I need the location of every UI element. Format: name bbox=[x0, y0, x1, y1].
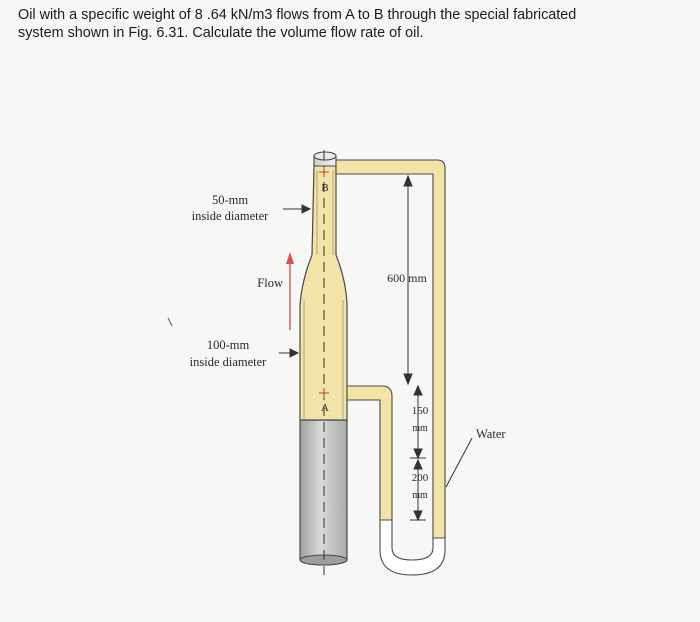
dim-150-value: 150 bbox=[412, 405, 429, 417]
stray-tick bbox=[167, 317, 173, 327]
leader-bottom-diameter bbox=[279, 348, 300, 358]
flow-arrow bbox=[286, 252, 294, 330]
question-text: Oil with a specific weight of 8 .64 kN/m… bbox=[18, 6, 688, 42]
u-tube-water bbox=[379, 519, 446, 576]
dim-200-unit: mm bbox=[412, 490, 428, 501]
dim-200-value: 200 bbox=[412, 472, 429, 484]
top-diameter-label-1: 50-mm bbox=[212, 193, 248, 207]
water-label: Water bbox=[476, 427, 506, 441]
point-b-label: B bbox=[321, 182, 328, 194]
dimension-200mm bbox=[410, 458, 426, 522]
tap-point-a bbox=[319, 388, 329, 398]
dim-600-label: 600 mm bbox=[387, 271, 427, 285]
pipe-wall-hatch bbox=[303, 170, 344, 420]
leader-water bbox=[445, 437, 473, 488]
manometer-tube-lower bbox=[346, 385, 393, 521]
question-line-2: system shown in Fig. 6.31. Calculate the… bbox=[18, 25, 424, 41]
top-diameter-label-2: inside diameter bbox=[192, 209, 270, 223]
question-line-1: Oil with a specific weight of 8 .64 kN/m… bbox=[18, 7, 577, 23]
leader-top-diameter bbox=[283, 204, 312, 214]
manometer-tube-upper bbox=[335, 159, 446, 539]
tap-point-b bbox=[319, 167, 329, 177]
dimension-600mm bbox=[403, 174, 413, 386]
bottom-diameter-label-1: 100-mm bbox=[207, 338, 250, 352]
bottom-diameter-label-2: inside diameter bbox=[190, 355, 268, 369]
point-a-label: A bbox=[321, 402, 329, 414]
flow-label: Flow bbox=[257, 276, 283, 290]
dimension-150mm bbox=[410, 384, 426, 460]
dim-150-unit: mm bbox=[412, 423, 428, 434]
pipe-top-cap bbox=[313, 151, 337, 167]
